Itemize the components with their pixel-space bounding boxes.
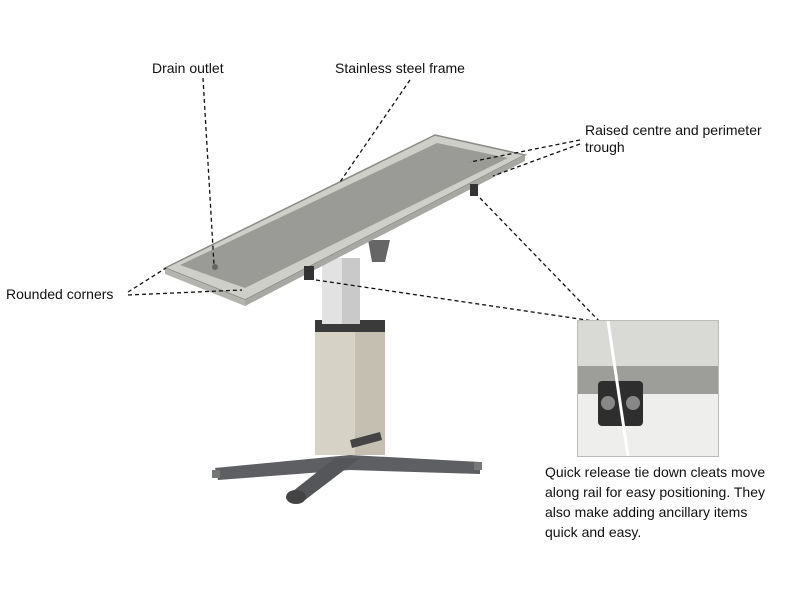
cleat-closeup-image	[577, 320, 719, 457]
label-trough-line1: Raised centre and perimeter	[585, 122, 762, 138]
label-drain-outlet: Drain outlet	[152, 60, 224, 76]
caption-line: along rail for easy positioning. They	[545, 484, 765, 500]
label-trough-line2: trough	[585, 139, 625, 155]
label-rounded-corners: Rounded corners	[6, 286, 114, 302]
caption-line: quick and easy.	[545, 524, 642, 540]
cleats-caption: Quick release tie down cleats move along…	[545, 462, 765, 542]
caption-line: also make adding ancillary items	[545, 504, 748, 520]
table-column	[315, 240, 390, 455]
table-base	[212, 455, 482, 504]
caption-line: Quick release tie down cleats move	[545, 464, 766, 480]
label-stainless-steel-frame: Stainless steel frame	[335, 60, 465, 76]
callout-lines	[127, 77, 601, 323]
table-tray	[163, 134, 528, 306]
